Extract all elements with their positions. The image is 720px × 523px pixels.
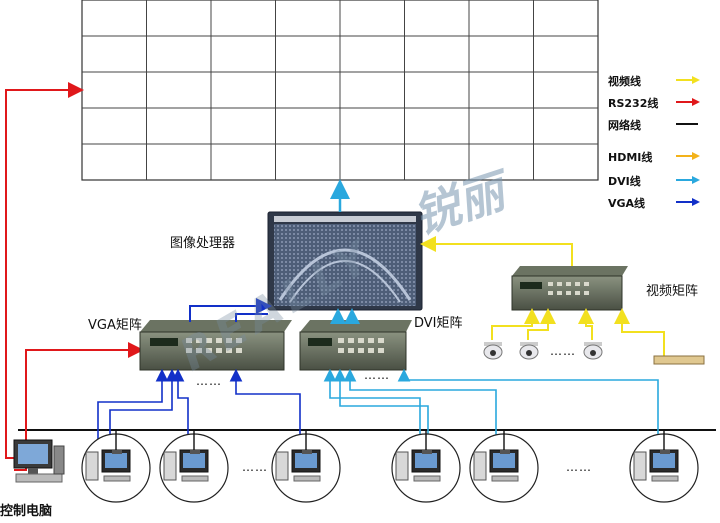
ellipsis-cameras: …… bbox=[550, 344, 576, 358]
legend-item-label: 视频线 bbox=[608, 75, 641, 88]
dvi-feeds bbox=[323, 368, 659, 440]
vga-feeds bbox=[97, 368, 301, 440]
workstations bbox=[81, 430, 699, 503]
legend-item-label: VGA线 bbox=[608, 197, 646, 210]
rs232-line-to-wall bbox=[5, 82, 84, 459]
video-line-matrix-to-processor bbox=[420, 236, 573, 266]
vga-matrix-device bbox=[139, 320, 292, 371]
legend-item-label: RS232线 bbox=[608, 97, 659, 110]
workstation bbox=[391, 430, 461, 503]
workstation bbox=[629, 430, 699, 503]
image-processor-device bbox=[267, 211, 423, 311]
legend-item-label: 网络线 bbox=[608, 119, 641, 132]
workstation bbox=[81, 430, 151, 503]
label-dvi-matrix: DVI矩阵 bbox=[414, 316, 463, 331]
legend-swatch-arrow bbox=[692, 98, 700, 106]
legend-swatch-arrow bbox=[692, 76, 700, 84]
rs232-line-to-vga bbox=[14, 342, 144, 471]
legend-swatches bbox=[676, 76, 700, 206]
control-pc-icon bbox=[13, 439, 65, 483]
ellipsis-vga: …… bbox=[196, 374, 222, 388]
legend-item-label: DVI线 bbox=[608, 175, 641, 188]
ellipsis-stations-1: …… bbox=[242, 460, 268, 474]
legend-swatch-arrow bbox=[692, 176, 700, 184]
camera-feeds bbox=[491, 308, 665, 356]
workstation bbox=[469, 430, 539, 503]
ellipsis-stations-2: …… bbox=[566, 460, 592, 474]
ellipsis-dvi: …… bbox=[364, 368, 390, 382]
dvi-matrix-device bbox=[299, 320, 412, 371]
vga-line-vga-to-processor-2 bbox=[235, 313, 268, 322]
label-video-matrix: 视频矩阵 bbox=[646, 284, 699, 299]
legend-item-label: HDMI线 bbox=[608, 151, 653, 164]
legend-swatch-arrow bbox=[692, 198, 700, 206]
legend-swatch-arrow bbox=[692, 152, 700, 160]
video-matrix-device bbox=[511, 266, 628, 311]
workstation bbox=[271, 430, 341, 503]
vga-line-vga-to-processor bbox=[189, 298, 272, 322]
video-wall bbox=[81, 0, 599, 181]
label-vga-matrix: VGA矩阵 bbox=[88, 318, 142, 333]
workstation bbox=[159, 430, 229, 503]
dvd-player-icon bbox=[653, 355, 705, 365]
label-control-pc: 控制电脑 bbox=[0, 504, 53, 519]
label-image-processor: 图像处理器 bbox=[170, 236, 236, 251]
camera-icons bbox=[483, 342, 705, 365]
